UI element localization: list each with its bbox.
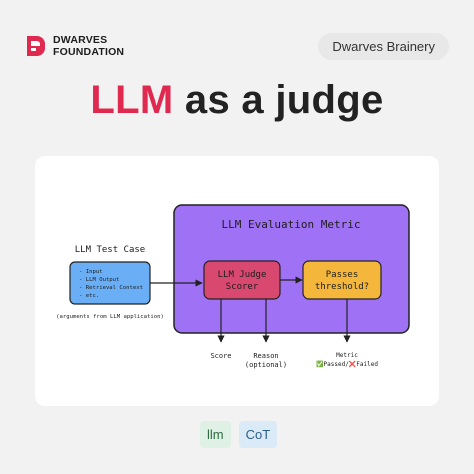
test-case-item-etc: - etc. <box>79 293 99 299</box>
page-title: LLM as a judge <box>0 78 474 123</box>
threshold-box[interactable] <box>302 260 382 300</box>
judge-scorer-box[interactable] <box>203 260 281 300</box>
brand-pill[interactable]: Dwarves Brainery <box>318 33 449 60</box>
test-case-item-output: - LLM Output <box>79 277 119 283</box>
tag-list: llm CoT <box>200 421 278 448</box>
reason-label-line-2: (optional) <box>245 361 287 369</box>
metric-result-label: ✅Passed/❌Failed <box>316 360 378 368</box>
test-case-title: LLM Test Case <box>75 245 145 255</box>
tag-cot[interactable]: CoT <box>238 421 278 448</box>
test-case-item-input: - Input <box>79 269 103 275</box>
reason-label-line-1: Reason <box>253 352 278 360</box>
threshold-line-2: threshold? <box>315 282 369 292</box>
dwarves-logo-icon <box>27 36 45 56</box>
metric-label: Metric <box>336 352 358 359</box>
logo: DWARVES FOUNDATION <box>25 34 124 58</box>
diagram: LLM Evaluation Metric LLM Test Case - In… <box>56 204 410 369</box>
test-case-note: (arguments from LLM application) <box>56 314 164 320</box>
judge-scorer-line-1: LLM Judge <box>218 270 267 280</box>
metric-container <box>173 204 410 334</box>
logo-line-2: FOUNDATION <box>53 46 125 58</box>
metric-container-title: LLM Evaluation Metric <box>221 218 360 231</box>
tag-llm[interactable]: llm <box>200 421 231 448</box>
threshold-line-1: Passes <box>326 270 359 280</box>
title-rest: as a judge <box>173 78 384 122</box>
title-accent: LLM <box>90 78 174 122</box>
logo-line-1: DWARVES <box>53 34 108 46</box>
test-case-item-context: - Retrieval Context <box>79 285 143 291</box>
logo-text: DWARVES FOUNDATION <box>53 34 124 58</box>
score-label: Score <box>210 352 231 360</box>
diagram-card: LLM Evaluation Metric LLM Test Case - In… <box>35 156 439 406</box>
judge-scorer-line-2: Scorer <box>226 282 259 292</box>
